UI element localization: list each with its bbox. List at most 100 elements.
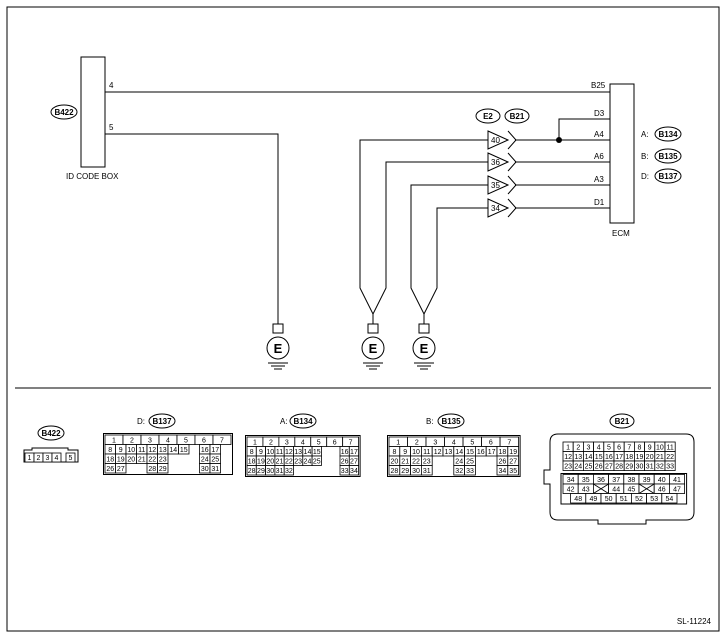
b135-pin-1-label: 1 — [396, 439, 400, 446]
b135-pin-11-label: 11 — [423, 449, 430, 456]
b422-pin-3: 3 — [46, 455, 50, 462]
b135-pin-33-label: 33 — [466, 468, 474, 475]
b134-pin-16-label: 16 — [341, 449, 349, 456]
b137-pin-6-label: 6 — [202, 437, 206, 444]
b134-pin-15-label: 15 — [313, 449, 321, 456]
b21-pin-40-label: 40 — [658, 477, 666, 484]
b135-pin-35 — [507, 465, 519, 476]
b21-pin-50-label: 50 — [605, 496, 613, 503]
b21-pin-23-label: 23 — [564, 463, 572, 470]
ecm-legend-d-prefix: D: — [641, 172, 649, 181]
b21-pin-26-label: 26 — [595, 463, 603, 470]
b134-pin-17-label: 17 — [350, 449, 358, 456]
b21-pin-9-label: 9 — [648, 444, 652, 451]
ecm-pin-d3: D3 — [594, 109, 605, 118]
b137-pin-27-label: 27 — [117, 466, 125, 473]
b21-pin-10-label: 10 — [656, 444, 664, 451]
b21-r5-c3-label: 44 — [612, 486, 620, 493]
ecm-legend-b-connector: B135 — [658, 152, 678, 161]
b135-pin-8-label: 8 — [392, 449, 396, 456]
b134-pin-13-label: 13 — [294, 449, 302, 456]
b137-pin-15-label: 15 — [180, 447, 188, 454]
b21-pin-41-label: 41 — [673, 477, 681, 484]
b21-pin-51-label: 51 — [620, 496, 628, 503]
ecm-legend-a: A: B134 — [641, 126, 682, 142]
b21-pin-36-label: 36 — [597, 477, 605, 484]
b134-pin-27-label: 27 — [350, 458, 358, 465]
b137-pin-23-label: 23 — [159, 456, 167, 463]
ground-symbol-1-label: E — [274, 341, 283, 356]
connector-b135-prefix: B: — [426, 417, 434, 426]
ecm-legend-d: D: B137 — [641, 168, 682, 184]
junction-pin-35: 35 — [491, 181, 500, 190]
b21-r5-c6-label: 46 — [658, 486, 666, 493]
b21-pin-33 — [664, 460, 676, 471]
b135-pin-29-label: 29 — [401, 468, 409, 475]
b21-pin-1-label: 1 — [566, 444, 570, 451]
b137-pin-31-label: 31 — [211, 466, 219, 473]
b21-pin-7-label: 7 — [627, 444, 631, 451]
diagram-frame — [6, 6, 720, 632]
b21-pin-6-label: 6 — [617, 444, 621, 451]
b137-pin-7 — [212, 434, 232, 445]
b135-pin-32-label: 32 — [455, 468, 463, 475]
b135-pin-5-label: 5 — [470, 439, 474, 446]
b137-pin-18-label: 18 — [106, 456, 114, 463]
b21-pin-30-label: 30 — [636, 463, 644, 470]
junction-pin-40: 40 — [491, 136, 500, 145]
wire-ground-pair-1 — [359, 139, 488, 316]
b135-pin-19-label: 19 — [509, 449, 517, 456]
b422-pin-4: 4 — [55, 455, 59, 462]
b134-pin-8-label: 8 — [250, 449, 254, 456]
b134-pin-33-label: 33 — [341, 468, 349, 475]
b134-pin-18-label: 18 — [248, 458, 256, 465]
b422-pin-2: 2 — [37, 455, 41, 462]
connector-b134-prefix: A: — [280, 417, 288, 426]
b134-pin-25-label: 25 — [313, 458, 321, 465]
connector-b137-prefix: D: — [137, 417, 145, 426]
b21-pin-31-label: 31 — [646, 463, 654, 470]
b21-pin-29-label: 29 — [625, 463, 633, 470]
b21-pin-35-label: 35 — [582, 477, 590, 484]
b137-pin-17-label: 17 — [211, 447, 219, 454]
junction-connector-b21: B21 — [504, 108, 530, 124]
b134-pin-12-label: 12 — [285, 449, 293, 456]
b137-pin-16-label: 16 — [201, 447, 209, 454]
b134-pin-20-label: 20 — [266, 458, 274, 465]
ground-symbol-3-label: E — [420, 341, 429, 356]
b21-pin-13-label: 13 — [574, 454, 582, 461]
b21-pin-34-label: 34 — [567, 477, 575, 484]
b21-pin-49-label: 49 — [590, 496, 598, 503]
b21-r5-c5-cross-1 — [638, 483, 655, 494]
b134-pin-30-label: 30 — [266, 468, 274, 475]
ecm-legend-b: B: B135 — [641, 148, 682, 164]
ground-symbol-3: E — [412, 323, 436, 370]
b135-pin-34-label: 34 — [499, 468, 507, 475]
b137-pin-28-label: 28 — [148, 466, 156, 473]
id-code-box-connector-label: B422 — [54, 108, 74, 117]
ground-symbol-2: E — [361, 323, 385, 370]
b134-pin-34 — [348, 465, 359, 476]
b21-r5-c1-label: 43 — [582, 486, 590, 493]
junction-arrow-36: 36 — [487, 152, 517, 172]
id-code-box-label: ID CODE BOX — [66, 172, 119, 181]
b135-pin-6-label: 6 — [489, 439, 493, 446]
b135-pin-33 — [464, 465, 476, 476]
connector-b422-title: B422 — [41, 429, 61, 438]
b21-pin-28-label: 28 — [615, 463, 623, 470]
b135-pin-22-label: 22 — [412, 458, 420, 465]
b21-r5-c0-label: 42 — [567, 486, 575, 493]
junction-pin-34: 34 — [491, 204, 500, 213]
connector-b134-title: B134 — [293, 417, 313, 426]
b134-pin-5-label: 5 — [317, 439, 321, 446]
b134-pin-31-label: 31 — [276, 468, 284, 475]
b21-pin-24-label: 24 — [574, 463, 582, 470]
b135-pin-27-label: 27 — [509, 458, 517, 465]
b137-pin-7-label: 7 — [220, 437, 224, 444]
b135-pin-31 — [420, 465, 433, 476]
b21-pin-27-label: 27 — [605, 463, 613, 470]
b137-pin-11-label: 11 — [138, 447, 145, 454]
b137-pin-24-label: 24 — [201, 456, 209, 463]
